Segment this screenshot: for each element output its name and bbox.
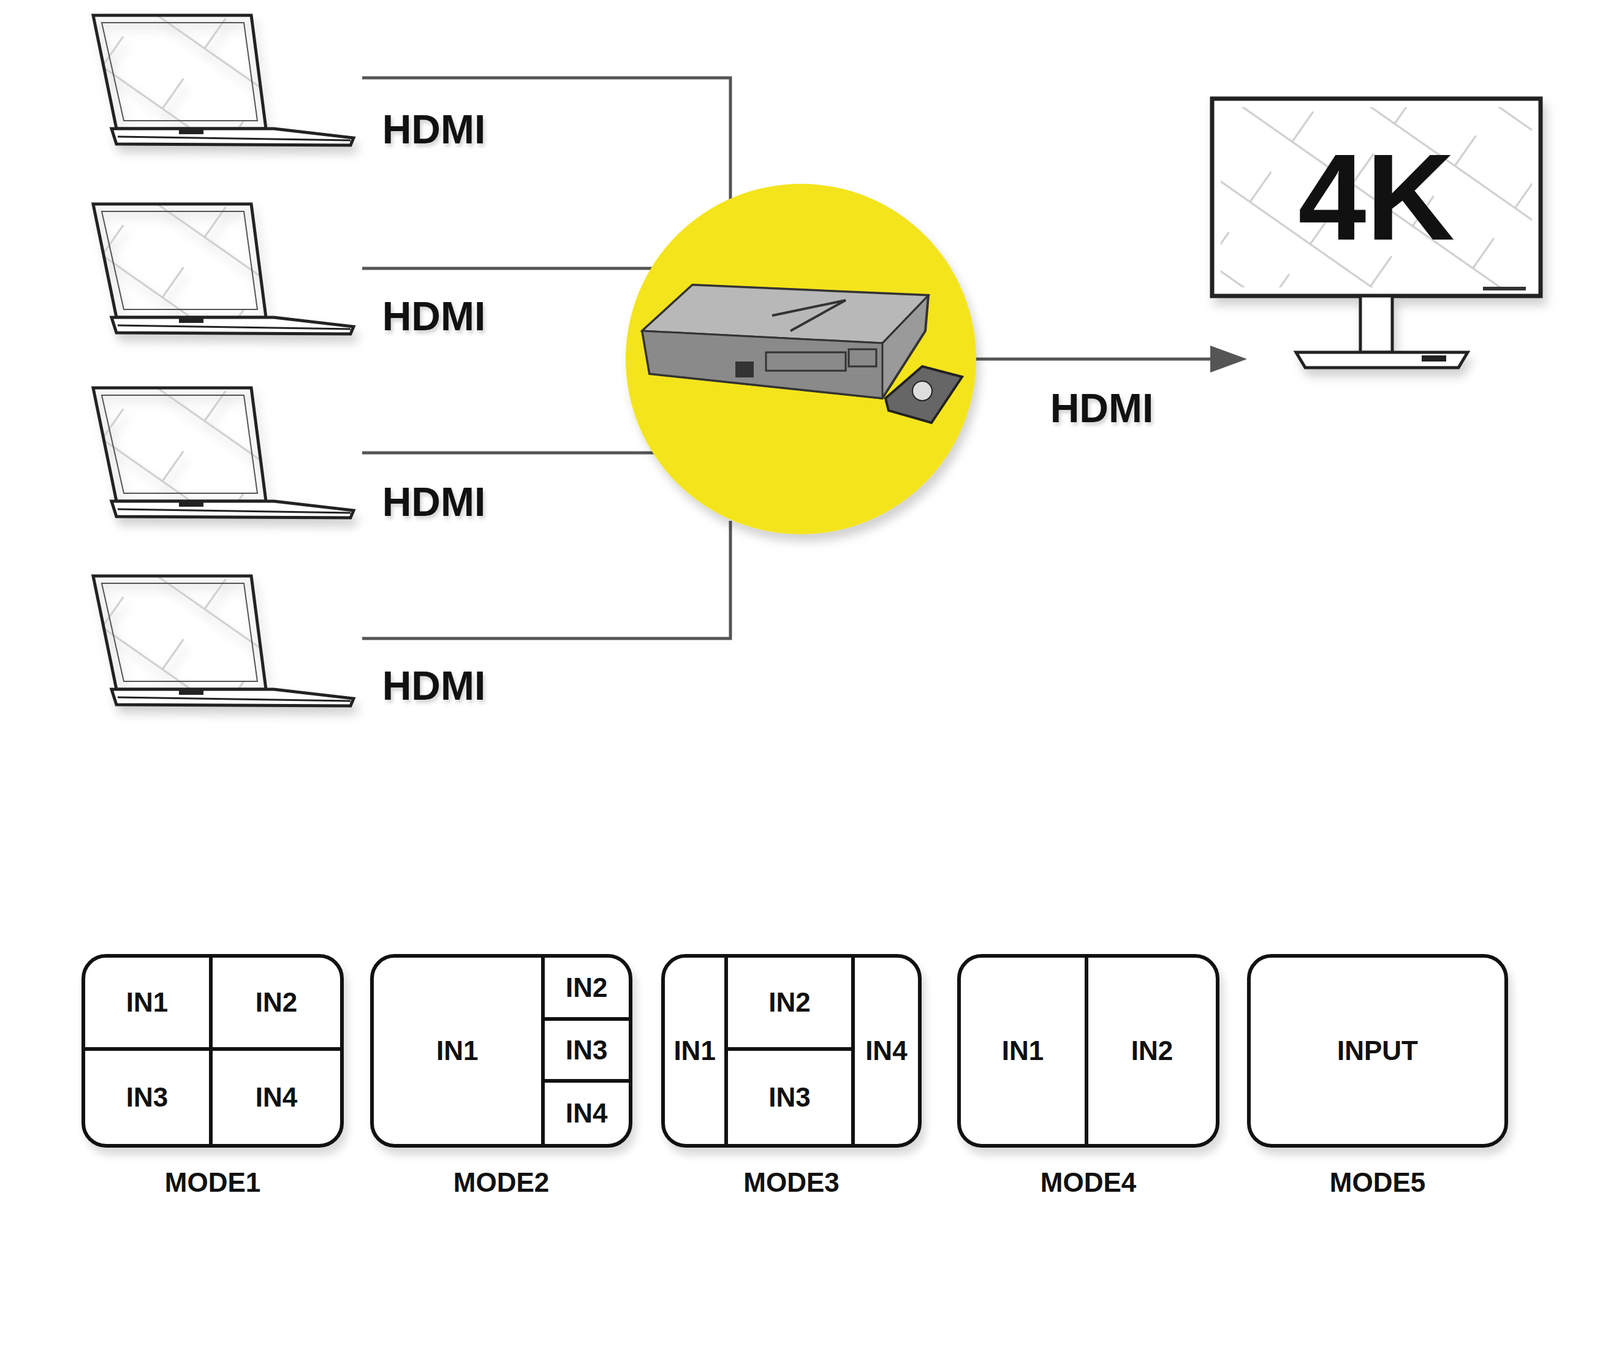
input-cell: IN4 (854, 957, 918, 1145)
cable-label: HDMI (1047, 384, 1157, 432)
mode-layout-box: INPUTMODE5 (1247, 954, 1509, 1148)
hdmi-wire (362, 77, 1211, 639)
input-label: IN1 (1001, 1035, 1044, 1067)
input-cell: IN2 (212, 957, 341, 1051)
input-cell: IN3 (727, 1050, 855, 1145)
input-label: IN1 (673, 1035, 716, 1067)
hdmi-switch (642, 284, 929, 399)
input-cell: IN3 (85, 1050, 213, 1145)
mode-caption: MODE4 (960, 1167, 1216, 1199)
mode-layout-box: MODE4IN1IN2 (957, 954, 1220, 1148)
input-label: IN2 (565, 972, 608, 1004)
input-label: IN2 (255, 987, 298, 1018)
input-cell: IN1 (85, 957, 213, 1051)
input-label: IN4 (255, 1082, 298, 1113)
remote-control (885, 366, 963, 423)
input-label: IN4 (565, 1098, 608, 1129)
mode-layout-box: MODE3IN1IN2IN3IN4 (661, 954, 922, 1148)
input-label: IN3 (768, 1082, 811, 1113)
cable-label: HDMI (379, 478, 489, 526)
input-cell: IN3 (544, 1020, 629, 1083)
input-cell: IN1 (664, 957, 728, 1145)
mode-caption: MODE1 (85, 1167, 341, 1199)
mode-layout-box: MODE1IN1IN2IN3IN4 (81, 954, 344, 1148)
input-cell: IN2 (544, 957, 629, 1021)
input-cell: IN1 (960, 957, 1089, 1145)
monitor-screen: 4K (1220, 107, 1532, 288)
input-cell: IN2 (727, 957, 855, 1051)
mode-layout-box: MODE2IN1IN2IN3IN4 (370, 954, 633, 1148)
mode-caption: MODE5 (1250, 1167, 1505, 1199)
input-label: INPUT (1250, 1035, 1505, 1067)
input-label: IN3 (565, 1035, 608, 1066)
input-label: IN2 (1131, 1035, 1173, 1067)
arrowhead (1210, 345, 1248, 373)
input-cell: IN1 (373, 957, 545, 1145)
input-cell: IN2 (1088, 957, 1216, 1145)
input-label: IN3 (126, 1082, 168, 1113)
switch-highlight (625, 183, 977, 535)
input-label: IN1 (126, 987, 168, 1018)
input-label: IN1 (436, 1035, 478, 1067)
input-label: IN4 (865, 1035, 907, 1067)
cable-label: HDMI (379, 106, 489, 153)
input-label: IN2 (768, 987, 811, 1018)
monitor (1212, 98, 1541, 368)
cable-label: HDMI (379, 292, 489, 340)
input-cell: IN4 (212, 1050, 341, 1145)
cable-label: HDMI (379, 662, 489, 710)
input-cell: IN4 (544, 1082, 629, 1145)
mode-caption: MODE2 (373, 1167, 629, 1199)
mode-caption: MODE3 (664, 1167, 918, 1199)
resolution-label: 4K (1220, 136, 1532, 259)
